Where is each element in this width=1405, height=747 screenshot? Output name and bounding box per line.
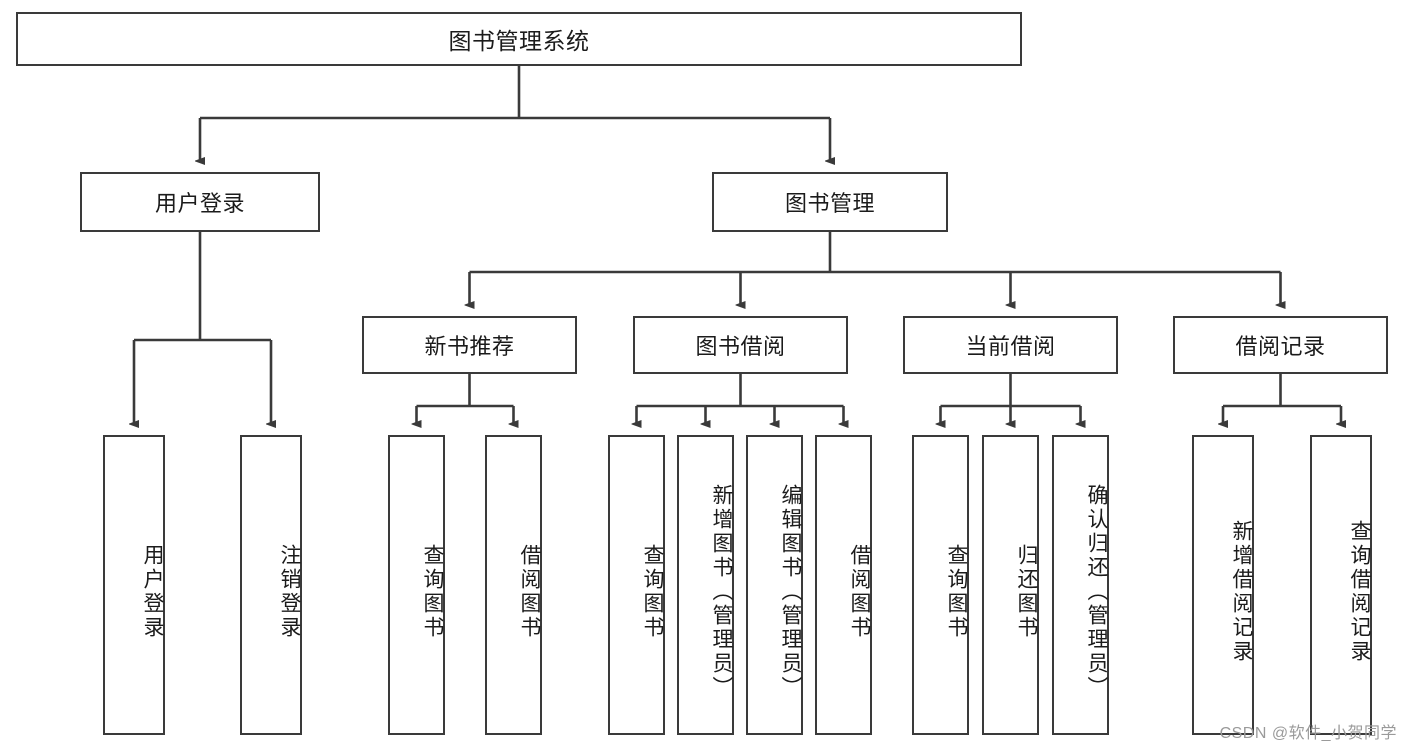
node-label: 新书推荐: [424, 334, 515, 359]
node-leaf-return-book[interactable]: 归还图书: [982, 435, 1039, 735]
node-label: 用户登录: [154, 191, 245, 216]
node-leaf-borrow-book-1[interactable]: 借阅图书: [485, 435, 542, 735]
node-label: 归还图书: [1015, 544, 1038, 640]
node-label: 新增借阅记录: [1230, 520, 1253, 664]
node-label: 注销登录: [278, 544, 301, 640]
node-label: 借阅图书: [848, 544, 871, 640]
node-leaf-borrow-book-2[interactable]: 借阅图书: [815, 435, 872, 735]
node-book-manage[interactable]: 图书管理: [712, 172, 948, 232]
node-leaf-query-book-2[interactable]: 查询图书: [608, 435, 665, 735]
node-leaf-edit-book[interactable]: 编辑图书（管理员）: [746, 435, 803, 735]
node-label: 查询图书: [641, 544, 664, 640]
node-root[interactable]: 图书管理系统: [16, 12, 1022, 66]
csdn-watermark: CSDN @软件_小贺同学: [1219, 725, 1397, 742]
node-borrow-record[interactable]: 借阅记录: [1173, 316, 1388, 374]
node-current-borrow[interactable]: 当前借阅: [903, 316, 1118, 374]
node-label: 新增图书（管理员）: [710, 484, 733, 700]
node-label: 借阅记录: [1235, 334, 1326, 359]
node-label: 编辑图书（管理员）: [779, 484, 802, 700]
node-leaf-add-record[interactable]: 新增借阅记录: [1192, 435, 1254, 735]
node-label: 借阅图书: [518, 544, 541, 640]
node-label: 用户登录: [141, 544, 164, 640]
node-leaf-confirm-return[interactable]: 确认归还（管理员）: [1052, 435, 1109, 735]
node-book-borrow[interactable]: 图书借阅: [633, 316, 848, 374]
node-label: 查询图书: [945, 544, 968, 640]
node-label: 图书借阅: [695, 334, 786, 359]
node-label: 图书管理: [784, 191, 875, 216]
node-leaf-add-book[interactable]: 新增图书（管理员）: [677, 435, 734, 735]
node-user-login[interactable]: 用户登录: [80, 172, 320, 232]
node-label: 图书管理系统: [448, 28, 590, 54]
node-new-book-recommend[interactable]: 新书推荐: [362, 316, 577, 374]
node-leaf-user-login[interactable]: 用户登录: [103, 435, 165, 735]
node-label: 查询图书: [421, 544, 444, 640]
node-leaf-query-book-1[interactable]: 查询图书: [388, 435, 445, 735]
node-label: 确认归还（管理员）: [1085, 484, 1108, 700]
node-label: 当前借阅: [965, 334, 1056, 359]
node-label: 查询借阅记录: [1348, 520, 1371, 664]
node-leaf-query-record[interactable]: 查询借阅记录: [1310, 435, 1372, 735]
node-leaf-query-book-3[interactable]: 查询图书: [912, 435, 969, 735]
node-leaf-logout[interactable]: 注销登录: [240, 435, 302, 735]
